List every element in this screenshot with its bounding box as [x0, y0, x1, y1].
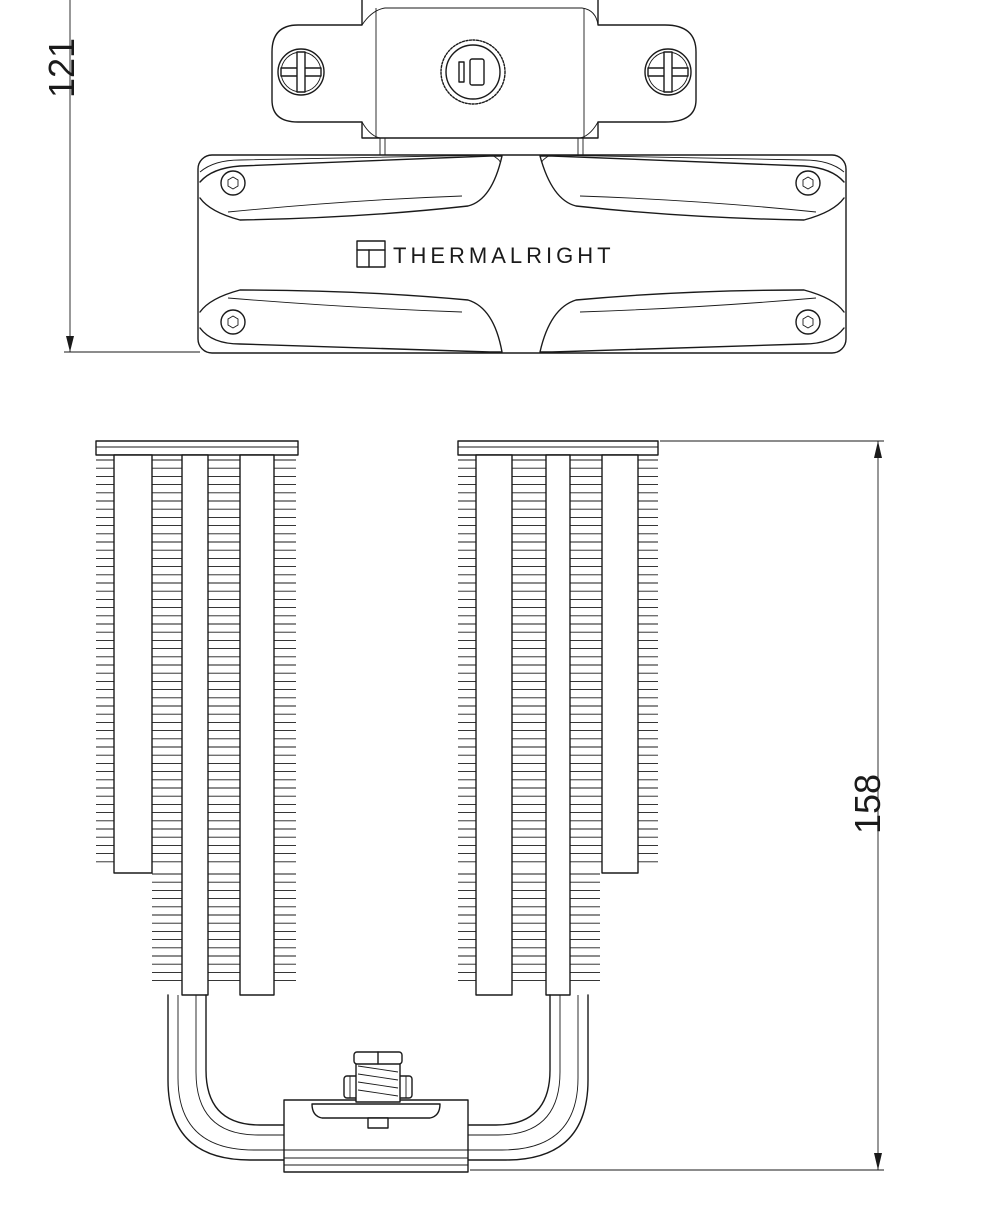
- base-block: [283, 1099, 469, 1173]
- fin-cap-right: [457, 440, 659, 456]
- u-heatpipe: [167, 994, 589, 1161]
- heatpipes-right: [475, 454, 639, 996]
- knob-label: i0: [459, 60, 480, 84]
- brand-name: THERMALRIGHT: [393, 243, 615, 268]
- knurled-knob: [440, 39, 506, 105]
- bottom-height-label: 158: [847, 774, 888, 834]
- side-view: 158: [95, 440, 888, 1173]
- hex-screw-top-left: [220, 170, 246, 196]
- top-dimension: 121: [41, 0, 200, 353]
- heatsink-top-plate: THERMALRIGHT: [197, 154, 847, 354]
- bottom-dimension: 158: [470, 440, 888, 1171]
- top-view: THERMALRIGHT 121: [41, 0, 847, 354]
- hex-screw-bottom-right: [795, 309, 821, 335]
- hex-screw-bottom-left: [220, 309, 246, 335]
- mounting-screw: [343, 1051, 413, 1129]
- mounting-bracket: [271, 0, 697, 155]
- top-height-label: 121: [41, 38, 82, 98]
- brand-logo-icon: [356, 240, 386, 268]
- cross-screw-right: [644, 48, 692, 96]
- fin-cap-left: [95, 440, 299, 456]
- hex-screw-top-right: [795, 170, 821, 196]
- cross-screw-left: [277, 48, 325, 96]
- heatpipes-left: [113, 454, 275, 996]
